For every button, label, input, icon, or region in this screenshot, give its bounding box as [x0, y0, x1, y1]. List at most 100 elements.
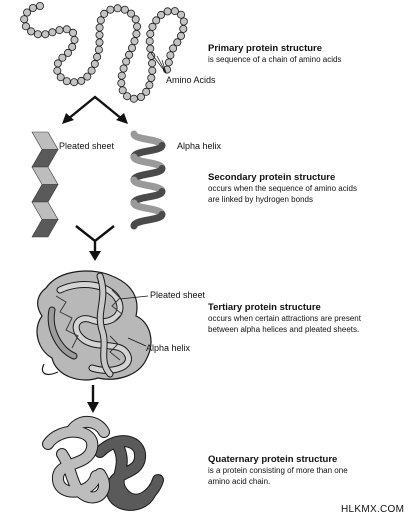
amino-acid-bead — [179, 17, 188, 26]
amino-acid-bead — [106, 5, 115, 14]
amino-acid-bead — [148, 22, 157, 31]
tertiary-structure-description-line2: between alpha helices and pleated sheets… — [208, 325, 360, 334]
amino-acid-bead — [20, 15, 29, 24]
amino-acid-bead — [90, 59, 99, 68]
amino-acid-bead — [163, 7, 172, 16]
pleated-sheet-segment — [31, 219, 59, 238]
down-arrow — [87, 385, 99, 413]
amino-acid-bead — [69, 28, 78, 37]
alpha-helix-turn — [130, 199, 166, 218]
amino-acid-bead — [147, 74, 156, 83]
amino-acid-bead — [125, 50, 134, 59]
amino-acid-bead — [53, 66, 62, 75]
amino-acid-bead — [58, 53, 67, 62]
amino-acid-bead — [169, 44, 178, 53]
amino-acid-bead — [70, 78, 79, 87]
alpha-helix-turn — [130, 165, 166, 184]
pleated-sheet-segment — [31, 201, 59, 220]
amino-acid-bead — [21, 22, 30, 31]
amino-acid-bead — [170, 7, 179, 16]
amino-acid-bead — [53, 59, 62, 68]
amino-acid-bead — [62, 77, 71, 86]
amino-acid-bead — [130, 37, 139, 46]
amino-acid-bead — [77, 76, 86, 85]
amino-acid-bead — [95, 30, 104, 39]
amino-acid-bead — [55, 26, 64, 35]
alpha-helix-turn — [130, 130, 166, 149]
amino-acid-chain — [20, 2, 188, 103]
merge-arrow — [75, 225, 115, 261]
amino-acid-bead — [28, 4, 37, 12]
amino-acid-bead — [145, 37, 154, 46]
pleated-sheet-segment — [31, 184, 59, 203]
amino-acid-bead — [95, 38, 104, 47]
amino-acid-bead — [117, 79, 126, 88]
alpha-helix-turn — [130, 153, 166, 172]
amino-acid-bead — [23, 8, 32, 17]
amino-acids-label: Amino Acids — [166, 75, 216, 85]
primary-structure-title: Primary protein structure — [208, 43, 323, 54]
tertiary-alpha-helix-label: Alpha helix — [146, 343, 191, 353]
amino-acid-bead — [157, 10, 166, 19]
amino-acid-bead — [87, 66, 96, 75]
quaternary-structure-title: Quaternary protein structure — [208, 454, 338, 465]
pleated-sheet-segment — [31, 131, 59, 150]
amino-acid-bead — [64, 48, 73, 57]
amino-acid-bead — [133, 22, 142, 31]
alpha-helix-turn — [130, 188, 166, 207]
amino-acid-bead — [118, 86, 127, 95]
amino-acid-bead — [132, 29, 141, 38]
amino-acid-bead — [119, 64, 128, 73]
amino-acid-bead — [166, 51, 175, 60]
secondary-pleated-sheet-label: Pleated sheet — [59, 141, 115, 151]
amino-acid-bead — [83, 72, 92, 81]
amino-acid-bead — [173, 38, 182, 47]
quaternary-protein-chains — [42, 416, 164, 511]
amino-acid-bead — [122, 57, 131, 66]
amino-acid-bead — [33, 30, 42, 39]
amino-acid-bead — [136, 93, 145, 102]
amino-acid-bead — [113, 4, 122, 13]
amino-acid-bead — [146, 29, 155, 38]
secondary-structure-title: Secondary protein structure — [208, 172, 336, 183]
amino-acid-bead — [145, 81, 154, 90]
amino-acid-bead — [177, 10, 186, 19]
primary-structure-description: is sequence of a chain of amino acids — [208, 55, 342, 64]
amino-acid-bead — [127, 44, 136, 53]
amino-acid-bead — [127, 9, 136, 18]
amino-acid-bead — [68, 42, 77, 51]
tertiary-folded-protein — [36, 270, 152, 381]
secondary-structure-description-line2: are linked by hydrogen bonds — [208, 195, 313, 204]
amino-acid-bead — [36, 2, 45, 10]
amino-acid-bead — [152, 16, 161, 25]
amino-acid-bead — [96, 16, 105, 25]
amino-acid-bead — [27, 27, 36, 36]
amino-acid-bead — [129, 94, 138, 103]
amino-acid-bead — [131, 15, 140, 24]
pleated-sheet-shape — [31, 131, 59, 238]
amino-acid-bead — [62, 25, 71, 34]
quaternary-structure-description-line2: amino acid chain. — [208, 477, 271, 486]
amino-acid-bead — [100, 9, 109, 18]
amino-acid-bead — [123, 92, 132, 101]
pleated-sheet-segment — [31, 166, 59, 185]
quaternary-structure-description-line1: is a protein consisting of more than one — [208, 466, 348, 475]
amino-acid-bead — [148, 59, 157, 68]
watermark-text: HLKMX.COM — [341, 504, 405, 515]
amino-acid-bead — [95, 23, 104, 32]
amino-acid-bead — [148, 66, 157, 75]
amino-acid-bead — [70, 35, 79, 44]
alpha-helix-shape — [130, 130, 166, 230]
amino-acid-bead — [120, 5, 129, 14]
amino-acid-bead — [179, 24, 188, 33]
tertiary-structure-description-line1: occurs when certain attractions are pres… — [208, 314, 361, 323]
amino-acid-bead — [176, 31, 185, 40]
split-arrows — [62, 95, 128, 124]
tertiary-structure-title: Tertiary protein structure — [208, 302, 321, 313]
amino-acid-bead — [94, 45, 103, 54]
alpha-helix-turn — [130, 142, 166, 161]
tertiary-pleated-sheet-label: Pleated sheet — [150, 290, 206, 300]
secondary-structure-description-line1: occurs when the sequence of amino acids — [208, 184, 357, 193]
amino-acid-bead — [146, 44, 155, 53]
